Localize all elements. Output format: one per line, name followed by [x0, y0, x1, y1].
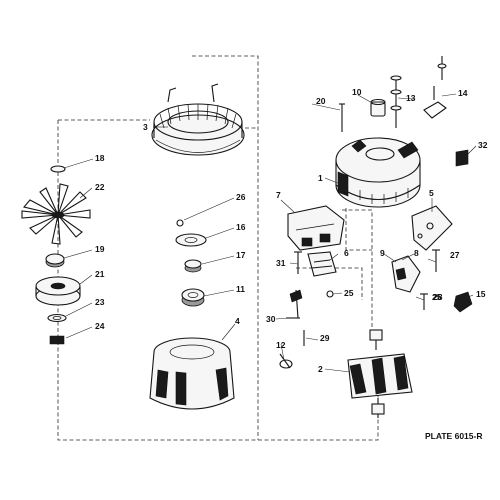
end-frame-part	[335, 137, 421, 208]
callout-31: 31	[276, 258, 286, 268]
callout-28: 28	[433, 292, 443, 302]
callout-2: 2	[318, 364, 323, 374]
terminal-parts-top	[339, 56, 447, 132]
callout-17: 17	[236, 250, 246, 260]
callout-27: 27	[450, 250, 460, 260]
brush-holder-part	[307, 251, 337, 277]
callout-12: 12	[276, 340, 286, 350]
rectifier-bracket-part	[411, 205, 453, 251]
callout-16: 16	[236, 222, 246, 232]
callout-29: 29	[320, 333, 330, 343]
fastener-parts	[279, 249, 440, 369]
callout-21: 21	[95, 269, 105, 279]
callout-18: 18	[95, 153, 105, 163]
rotor-part	[347, 329, 413, 418]
callout-4: 4	[235, 316, 240, 326]
callout-8: 8	[414, 248, 419, 258]
callout-25-upper: 25	[344, 288, 354, 298]
callout-10: 10	[352, 87, 362, 97]
callout-1: 1	[318, 173, 323, 183]
callout-6: 6	[344, 248, 349, 258]
callout-19: 19	[95, 244, 105, 254]
callout-13: 13	[406, 93, 416, 103]
callout-32: 32	[478, 140, 488, 150]
callout-11: 11	[236, 284, 245, 294]
callout-24: 24	[95, 321, 105, 331]
stator-part	[151, 83, 245, 156]
callout-30: 30	[266, 314, 276, 324]
callout-14: 14	[458, 88, 468, 98]
callout-7: 7	[276, 190, 281, 200]
housing-part	[149, 337, 235, 410]
callout-15: 15	[476, 289, 486, 299]
callout-5: 5	[429, 188, 434, 198]
regulator-part	[287, 205, 345, 251]
callout-23: 23	[95, 297, 105, 307]
callout-22: 22	[95, 182, 105, 192]
callout-20: 20	[316, 96, 326, 106]
small-clip-part	[455, 149, 469, 167]
callout-9: 9	[380, 248, 385, 258]
plate-label: PLATE 6015-R	[425, 431, 482, 441]
pulley-fan-stack	[21, 165, 91, 345]
callout-3: 3	[143, 122, 148, 132]
terminal-clip-part	[453, 291, 473, 313]
callout-labels: 1 2 3 4 5 6 7 8 9 10 11 12 13 14 15 16 1…	[95, 87, 488, 441]
leader-lines	[63, 93, 477, 373]
bearing-stack-center	[175, 219, 207, 307]
callout-26: 26	[236, 192, 246, 202]
callout-25-lower: 25	[432, 292, 442, 302]
